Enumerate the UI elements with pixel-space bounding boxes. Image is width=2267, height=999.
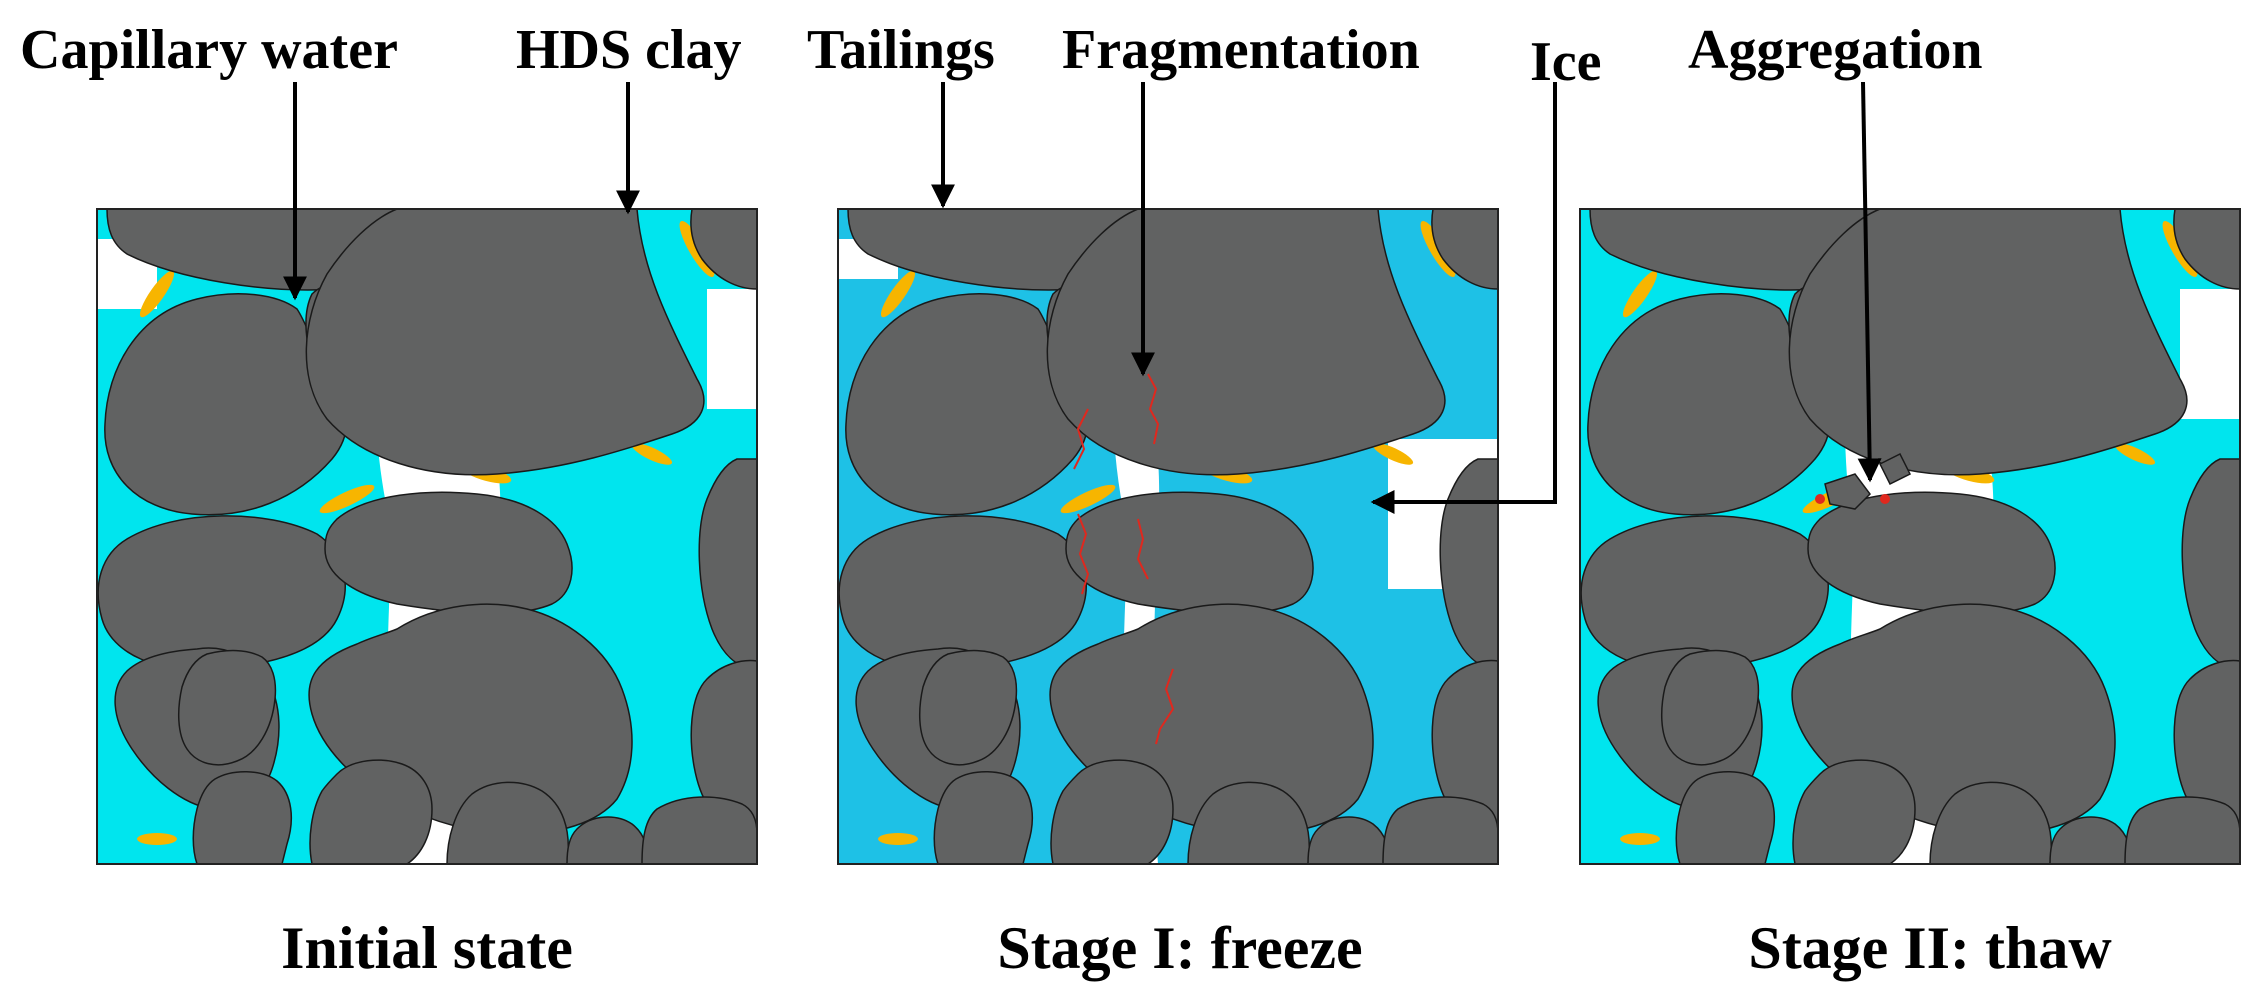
panel-freeze — [837, 208, 1499, 865]
label-fragmentation: Fragmentation — [1062, 19, 1420, 81]
panel-freeze-cracks — [1073, 373, 1175, 745]
label-hds-clay: HDS clay — [516, 19, 742, 81]
label-ice: Ice — [1530, 31, 1602, 93]
caption-initial-state: Initial state — [281, 915, 573, 981]
panel-initial-pore-right — [707, 289, 757, 409]
panel-thaw-aggregates — [1824, 452, 1912, 510]
label-tailings: Tailings — [807, 19, 995, 81]
arrow-ice — [1370, 82, 1557, 514]
arrow-aggregation — [1857, 81, 1882, 483]
panel-thaw-frame — [1579, 208, 2241, 865]
caption-stage-thaw: Stage II: thaw — [1748, 915, 2112, 981]
label-capillary-water: Capillary water — [20, 19, 398, 81]
label-aggregation: Aggregation — [1688, 19, 1983, 81]
panel-thaw — [1579, 208, 2241, 865]
panel-thaw-pore-right — [2180, 289, 2240, 419]
panel-freeze-frame — [837, 208, 1499, 865]
panel-thaw-aggregation-points — [1815, 494, 1890, 504]
panel-initial — [96, 208, 758, 865]
annotation-arrows — [283, 81, 1882, 514]
panel-initial-frame — [96, 208, 758, 865]
caption-stage-freeze: Stage I: freeze — [997, 915, 1362, 981]
